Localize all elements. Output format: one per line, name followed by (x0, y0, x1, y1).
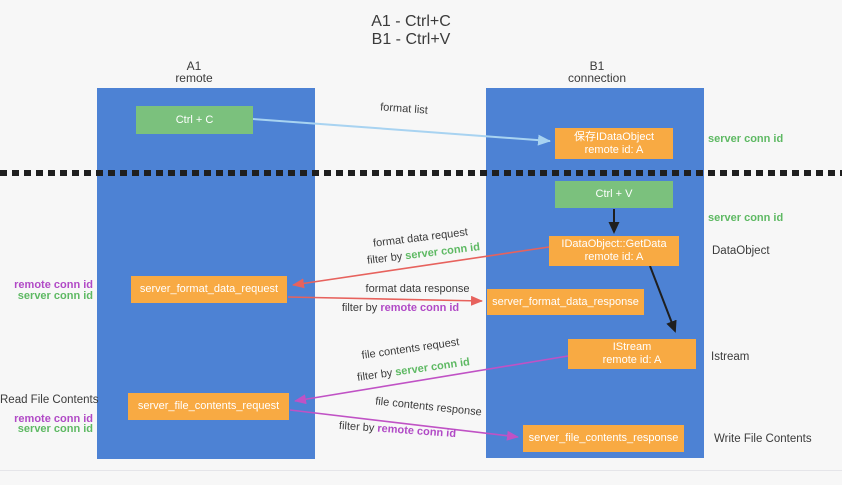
node-save-dataobject-line1: 保存IDataObject (573, 130, 655, 143)
node-server-format-data-request: server_format_data_request (131, 276, 287, 303)
server-conn-id-text: server conn id (394, 356, 471, 379)
label-read-file-contents: Read File Contents (0, 394, 99, 406)
remote-conn-id-text: remote conn id (380, 302, 460, 314)
label-istream: Istream (711, 351, 750, 363)
node-istream: IStream remote id: A (568, 339, 696, 369)
filter-by-text: filter by (341, 302, 378, 314)
node-ctrl-v-label: Ctrl + V (595, 188, 633, 200)
label-right-server-conn-id-mid: server conn id (708, 212, 784, 224)
node-server-file-contents-response-label: server_file_contents_response (528, 432, 679, 444)
node-idataobject-getdata-line1: IDataObject::GetData (561, 238, 667, 250)
node-idataobject-getdata-line2: remote id: A (584, 251, 644, 263)
label-dataobject: DataObject (712, 245, 770, 257)
title-line-2: B1 - Ctrl+V (371, 30, 451, 48)
label-write-file-contents: Write File Contents (714, 433, 812, 445)
filter-by-text: filter by (366, 250, 404, 267)
node-istream-line1: IStream (612, 341, 652, 353)
node-save-dataobject: 保存IDataObject remote id: A (555, 128, 673, 159)
lane-b-sublabel: connection (567, 70, 627, 85)
lane-a-sublabel: remote (175, 70, 213, 85)
label-left-remote-conn-id-bottom: remote conn id (14, 413, 93, 425)
bottom-edge-line (0, 470, 842, 471)
node-ctrl-c-label: Ctrl + C (175, 113, 214, 126)
filter-by-text: filter by (356, 367, 394, 384)
dotted-divider-line (0, 170, 842, 176)
node-server-format-data-response: server_format_data_response (487, 289, 644, 315)
diagram-title: A1 - Ctrl+C B1 - Ctrl+V (311, 13, 511, 48)
filter-by-text: filter by (338, 419, 375, 435)
label-left-remote-conn-id-top: remote conn id (14, 279, 93, 291)
lane-b-header: B1 connection (537, 59, 657, 85)
title-line-1: A1 - Ctrl+C (371, 13, 451, 30)
label-left-server-conn-id-top: server conn id (17, 290, 93, 302)
node-server-format-data-response-label: server_format_data_response (492, 295, 639, 308)
node-ctrl-c: Ctrl + C (136, 106, 253, 134)
lane-b-id: B1 (589, 59, 605, 73)
lane-a-header: A1 remote (134, 59, 254, 85)
node-idataobject-getdata: IDataObject::GetData remote id: A (549, 236, 679, 266)
node-server-file-contents-request: server_file_contents_request (128, 393, 289, 420)
label-left-server-conn-id-bottom: server conn id (17, 423, 93, 435)
lane-a-id: A1 (186, 59, 202, 73)
label-format-list: format list (379, 101, 429, 117)
node-server-file-contents-response: server_file_contents_response (523, 425, 684, 452)
node-server-file-contents-request-label: server_file_contents_request (137, 400, 280, 412)
label-format-data-response: format data response (365, 283, 470, 295)
label-right-server-conn-id-top: server conn id (708, 133, 784, 145)
node-ctrl-v: Ctrl + V (555, 181, 673, 208)
label-file-contents-response: file contents response (374, 395, 483, 419)
format-data-response-arrow (287, 295, 483, 306)
node-server-format-data-request-label: server_format_data_request (139, 283, 279, 295)
node-istream-line2: remote id: A (602, 354, 662, 366)
remote-conn-id-text: remote conn id (376, 422, 457, 441)
node-save-dataobject-line2: remote id: A (584, 143, 644, 156)
